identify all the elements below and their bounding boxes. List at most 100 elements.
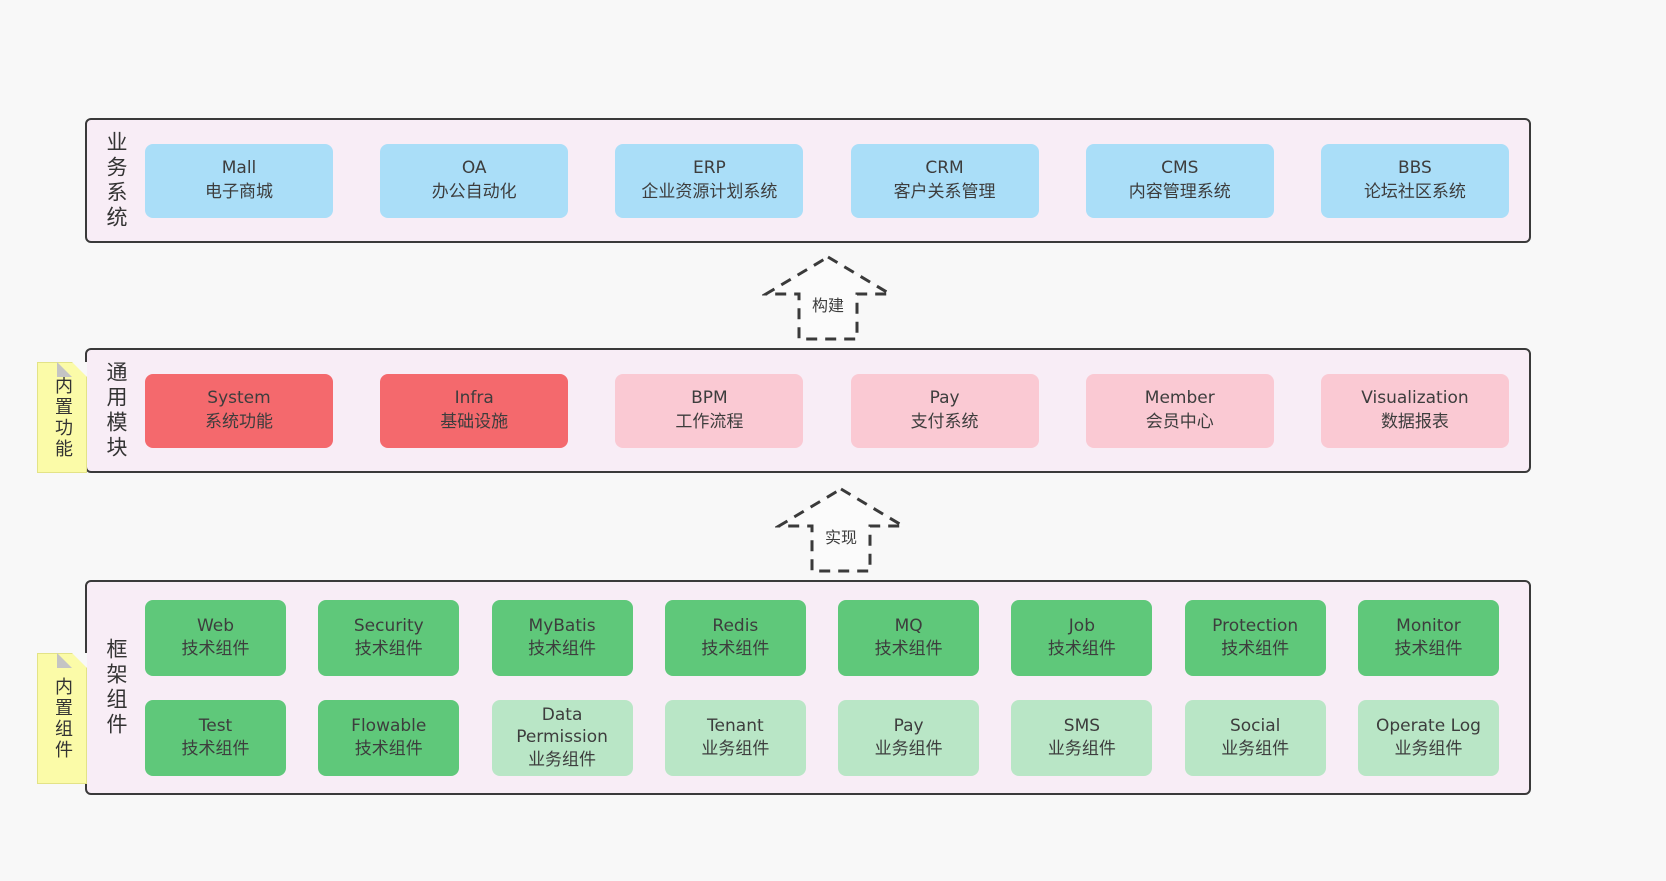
node-subtitle: 系统功能 [205, 411, 273, 432]
node-title: Test [198, 716, 233, 737]
node-title: System [207, 387, 271, 408]
node-bbs: BBS 论坛社区系统 [1320, 143, 1509, 218]
node-title: Member [1144, 387, 1215, 408]
node-title: Security [353, 616, 424, 637]
node-system: System 系统功能 [145, 373, 333, 448]
node-title: BBS [1398, 157, 1432, 178]
node-row: System 系统功能 Infra 基础设施 BPM 工作流程 Pay 支付系统 Member 会… [145, 373, 1509, 448]
node-subtitle: 办公自动化 [431, 181, 517, 202]
node-title: Web [196, 616, 235, 637]
node-title: Pay [929, 387, 960, 408]
node-title: CMS [1161, 157, 1199, 178]
node-subtitle: 支付系统 [910, 411, 979, 432]
band-common-modules-label: 通用模块 [104, 360, 128, 461]
node-title: CRM [925, 157, 964, 178]
node-title: SMS [1063, 716, 1101, 737]
node-subtitle: 技术组件 [354, 638, 423, 659]
node-subtitle: 业务组件 [528, 749, 597, 770]
node-oa: OA 办公自动化 [380, 143, 569, 218]
band-common-modules-rows: System 系统功能 Infra 基础设施 BPM 工作流程 Pay 支付系统 Member 会… [145, 350, 1509, 471]
implement-arrow-icon: 实现 [775, 486, 907, 574]
node-subtitle: 技术组件 [354, 738, 423, 759]
node-subtitle: 技术组件 [1047, 638, 1116, 659]
sticky-note-builtin-features: 内置功能 [37, 362, 87, 473]
node-title: BPM [691, 387, 728, 408]
band-common-modules: 通用模块 System 系统功能 Infra 基础设施 BPM 工作流程 Pay 支付系统 Me… [85, 348, 1531, 473]
node-title: Job [1068, 616, 1096, 637]
node-title: Redis [712, 616, 759, 637]
node-subtitle: 技术组件 [701, 638, 770, 659]
node-title: MyBatis [528, 616, 596, 637]
node-subtitle: 业务组件 [874, 738, 943, 759]
node-pay: Pay 支付系统 [850, 373, 1039, 448]
node-title: Data Permission [516, 704, 608, 748]
node-subtitle: 技术组件 [528, 638, 597, 659]
node-cms: CMS 内容管理系统 [1085, 143, 1274, 218]
node-title: ERP [692, 157, 726, 178]
build-arrow-icon: 构建 [762, 254, 894, 342]
implement-arrow-label: 实现 [821, 524, 861, 549]
node-title: Flowable [351, 716, 427, 737]
node-bpm: BPM 工作流程 [615, 373, 804, 448]
node-infra: Infra 基础设施 [380, 373, 569, 448]
node-subtitle: 技术组件 [1394, 638, 1463, 659]
node-title: Infra [454, 387, 494, 408]
node-subtitle: 论坛社区系统 [1363, 181, 1466, 202]
node-title: Monitor [1396, 616, 1461, 637]
node-subtitle: 内容管理系统 [1128, 181, 1231, 202]
node-title: OA [461, 157, 487, 178]
node-visualization: Visualization 数据报表 [1320, 373, 1509, 448]
node-title: Operate Log [1376, 716, 1481, 737]
node-crm: CRM 客户关系管理 [850, 143, 1039, 218]
node-subtitle: 业务组件 [1221, 738, 1290, 759]
node-title: Pay [893, 716, 924, 737]
node-title: Visualization [1361, 387, 1469, 408]
node-subtitle: 业务组件 [701, 738, 770, 759]
node-title: Protection [1212, 616, 1299, 637]
node-title: MQ [894, 616, 923, 637]
node-subtitle: 技术组件 [181, 638, 250, 659]
band-business-systems-label: 业务系统 [104, 130, 128, 231]
node-subtitle: 工作流程 [675, 411, 744, 432]
sticky-note-builtin-components: 内置组件 [37, 653, 87, 784]
node-subtitle: 技术组件 [874, 638, 943, 659]
node-subtitle: 数据报表 [1380, 411, 1449, 432]
build-arrow-label: 构建 [808, 292, 848, 317]
node-subtitle: 基础设施 [440, 411, 509, 432]
node-subtitle: 客户关系管理 [893, 181, 996, 202]
node-erp: ERP 企业资源计划系统 [615, 143, 804, 218]
node-subtitle: 业务组件 [1394, 738, 1463, 759]
node-title: Tenant [707, 716, 764, 737]
node-subtitle: 企业资源计划系统 [641, 181, 778, 202]
node-member: Member 会员中心 [1085, 373, 1274, 448]
node-subtitle: 电子商城 [205, 181, 273, 202]
node-subtitle: 业务组件 [1047, 738, 1116, 759]
band-framework-components-label: 框架组件 [104, 637, 128, 738]
node-subtitle: 技术组件 [181, 738, 250, 759]
node-title: Social [1229, 716, 1281, 737]
node-subtitle: 技术组件 [1221, 638, 1290, 659]
node-subtitle: 会员中心 [1145, 411, 1214, 432]
